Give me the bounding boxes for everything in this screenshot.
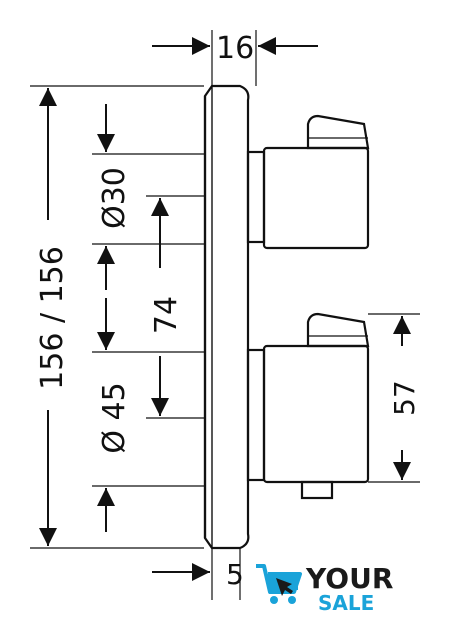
- logo-line-2: SALE: [318, 591, 374, 615]
- extension-lines: [30, 30, 420, 600]
- upper-handle: [246, 114, 370, 250]
- dim-top-width-label: 16: [216, 31, 254, 66]
- shopping-cart-icon: [256, 564, 302, 604]
- logo-line-1: YOUR: [305, 562, 393, 595]
- dim-overall-height-label: 156 / 156: [35, 246, 70, 390]
- cover-plate: [203, 84, 250, 550]
- brand-logo: YOUR SALE: [250, 556, 404, 616]
- dim-diameter-top-label: Ø30: [97, 167, 132, 229]
- lower-handle: [246, 312, 370, 500]
- dim-diameter-bottom-label: Ø 45: [97, 382, 132, 453]
- dim-spacing-label: 74: [149, 296, 184, 334]
- dim-bottom-offset-label: 5: [226, 558, 244, 591]
- dim-handle-height-label: 57: [388, 380, 421, 416]
